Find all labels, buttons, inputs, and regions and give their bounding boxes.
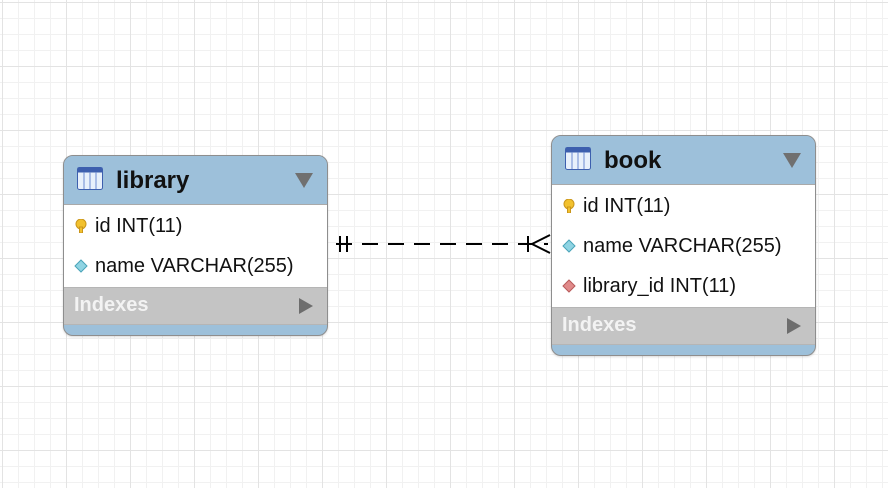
table-name: library: [116, 167, 190, 194]
column-row[interactable]: name VARCHAR(255): [552, 226, 815, 266]
indexes-section[interactable]: Indexes: [64, 287, 327, 325]
column-label: id INT(11): [583, 194, 671, 217]
column-list: id INT(11) name VARCHAR(255): [64, 205, 327, 287]
indexes-label: Indexes: [562, 314, 637, 336]
column-row[interactable]: library_id INT(11): [552, 266, 815, 306]
column-diamond-icon: [562, 239, 576, 253]
column-diamond-icon: [74, 259, 88, 273]
column-row[interactable]: id INT(11): [64, 206, 327, 246]
table-header[interactable]: library: [64, 156, 327, 205]
table-header[interactable]: book: [552, 136, 815, 185]
collapse-icon[interactable]: [783, 153, 801, 168]
table-icon: [565, 147, 591, 170]
table-name: book: [604, 147, 662, 174]
indexes-section[interactable]: Indexes: [552, 307, 815, 345]
expand-icon[interactable]: [299, 298, 313, 314]
foreign-key-diamond-icon: [562, 279, 576, 293]
collapse-icon[interactable]: [295, 173, 313, 188]
table-library[interactable]: library id INT(11) name VARCHAR(255) Ind…: [63, 155, 328, 336]
indexes-label: Indexes: [74, 294, 149, 316]
column-label: name VARCHAR(255): [583, 234, 782, 257]
column-label: library_id INT(11): [583, 274, 736, 297]
primary-key-icon: [75, 219, 87, 233]
primary-key-icon: [563, 199, 575, 213]
table-icon: [77, 167, 103, 190]
column-list: id INT(11) name VARCHAR(255) library_id …: [552, 185, 815, 307]
table-book[interactable]: book id INT(11) name VARCHAR(255) librar…: [551, 135, 816, 356]
expand-icon[interactable]: [787, 318, 801, 334]
column-row[interactable]: id INT(11): [552, 186, 815, 226]
column-row[interactable]: name VARCHAR(255): [64, 246, 327, 286]
many-crowfoot-marker: [527, 234, 551, 254]
column-label: name VARCHAR(255): [95, 254, 294, 277]
column-label: id INT(11): [95, 214, 183, 237]
